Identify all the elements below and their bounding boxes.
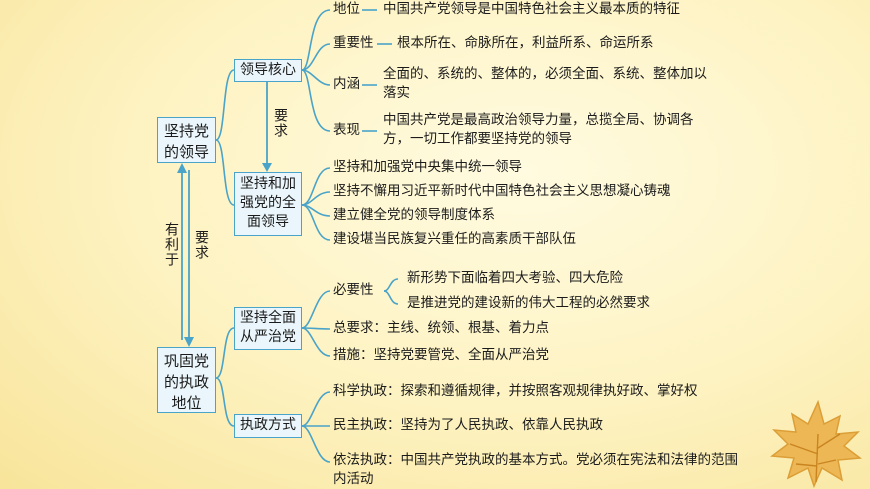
comprehensive-item: 建立健全党的领导制度体系 xyxy=(333,207,495,223)
node-uphold-text: 坚持党的领导 xyxy=(163,122,209,161)
mode-item: 依法执政：中国共产党执政的基本方式。党必须在宪法和法律的范围内活动 xyxy=(333,452,738,487)
necessity-label: 必要性 xyxy=(333,282,374,298)
node-comprehensive-leadership: 坚持和加强党的全面领导 xyxy=(234,172,302,236)
comprehensive-item: 建设堪当民族复兴重任的高素质干部队伍 xyxy=(333,231,576,247)
necessity-item: 新形势下面临着四大考验、四大危险 xyxy=(407,270,623,286)
node-consolidate-ruling: 巩固党的执政地位 xyxy=(157,347,216,413)
node-comprehensive-text: 坚持和加强党的全面领导 xyxy=(240,176,296,230)
core-item-text: 根本所在、命脉所在，利益所系、命运所系 xyxy=(397,35,654,51)
general-requirement: 总要求：主线、统领、根基、着力点 xyxy=(333,320,549,336)
core-item-text: 全面的、系统的、整体的，必须全面、系统、整体加以落实 xyxy=(383,66,707,101)
node-uphold-leadership: 坚持党的领导 xyxy=(157,117,216,163)
comprehensive-item: 坚持不懈用习近平新时代中国特色社会主义思想凝心铸魂 xyxy=(333,183,671,199)
mode-item: 民主执政：坚持为了人民执政、依靠人民执政 xyxy=(333,417,603,433)
core-item-label: 表现 xyxy=(333,122,360,138)
node-strict-governance: 坚持全面从严治党 xyxy=(234,307,302,350)
core-item-label: 地位 xyxy=(333,1,360,17)
label-requirement-core: 要求 xyxy=(272,108,288,138)
node-core-text: 领导核心 xyxy=(240,62,296,78)
label-beneficial: 有利于 xyxy=(163,222,179,267)
label-requirement-mutual: 要求 xyxy=(193,230,209,260)
core-item-label: 重要性 xyxy=(333,35,374,51)
core-item-text: 中国共产党领导是中国特色社会主义最本质的特征 xyxy=(383,1,680,17)
core-item-label: 内涵 xyxy=(333,76,360,92)
necessity-item: 是推进党的建设新的伟大工程的必然要求 xyxy=(407,295,650,311)
comprehensive-item: 坚持和加强党中央集中统一领导 xyxy=(333,159,522,175)
node-leadership-core: 领导核心 xyxy=(234,59,302,82)
node-mode-text: 执政方式 xyxy=(240,417,296,433)
measures: 措施：坚持党要管党、全面从严治党 xyxy=(333,347,549,363)
maple-leaf-icon xyxy=(769,399,863,489)
core-item-text: 中国共产党是最高政治领导力量，总揽全局、协调各方，一切工作都要坚持党的领导 xyxy=(383,112,694,147)
mode-item: 科学执政：探索和遵循规律，并按照客观规律执好政、掌好权 xyxy=(333,383,698,399)
node-consolidate-text: 巩固党的执政地位 xyxy=(163,352,209,412)
node-governing-mode: 执政方式 xyxy=(234,414,302,438)
node-strict-text: 坚持全面从严治党 xyxy=(240,310,296,345)
